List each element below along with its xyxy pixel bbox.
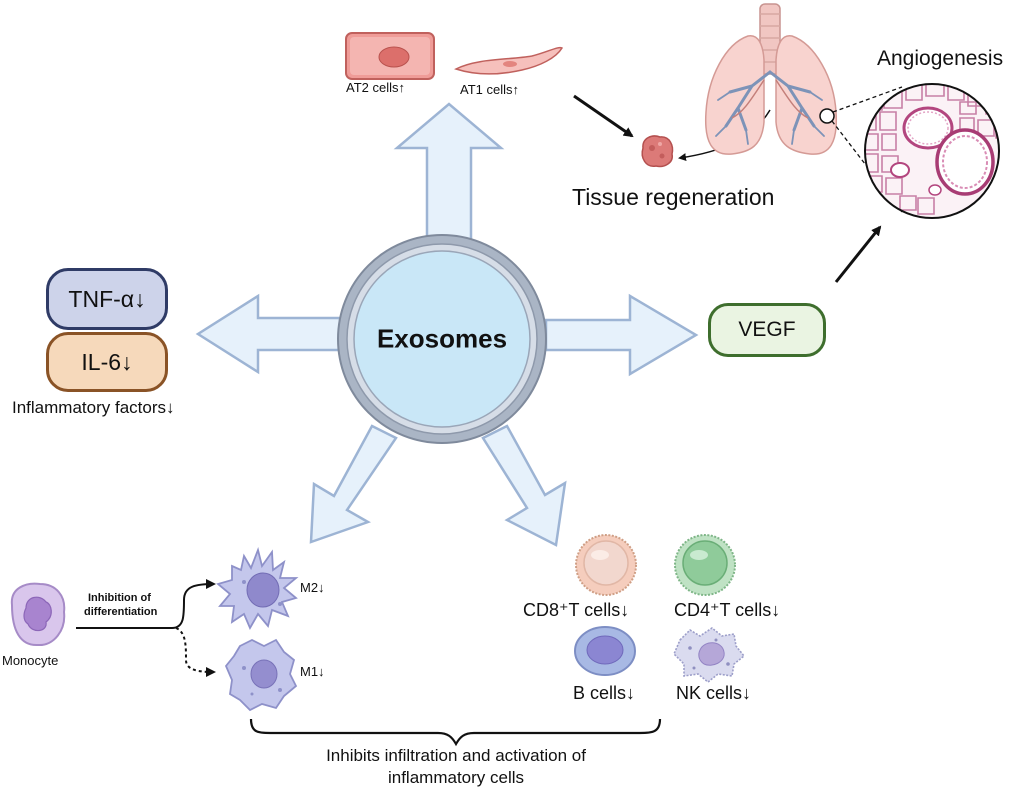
b-cells-label: B cells↓ xyxy=(573,683,636,703)
tissue-fragment-icon xyxy=(641,135,674,168)
at2-cell-icon xyxy=(345,32,435,80)
lungs-icon xyxy=(704,3,838,155)
cd4-t-cells-label: CD4⁺T cells↓ xyxy=(674,600,781,620)
cd8-t-cell-icon xyxy=(575,534,637,596)
b-cell-icon xyxy=(574,626,636,676)
il6-box: IL-6↓ xyxy=(46,332,168,392)
at1-cells-label: AT1 cells↑ xyxy=(460,82,519,97)
zoom-line-top xyxy=(832,86,903,113)
m2-label: M2↓ xyxy=(300,580,325,595)
tnf-alpha-label: TNF-α↓ xyxy=(68,285,146,312)
inflammatory-factors-caption: Inflammatory factors↓ xyxy=(12,398,175,417)
tnf-alpha-box: TNF-α↓ xyxy=(46,268,168,330)
arrow-down-left xyxy=(309,424,398,544)
cd8-t-cells-label: CD8⁺T cells↓ xyxy=(523,600,630,620)
m2-macrophage-icon xyxy=(216,547,299,631)
angiogenesis-label: Angiogenesis xyxy=(877,47,1004,70)
exosomes-label: Exosomes xyxy=(376,323,508,354)
arrow-to-angiogenesis xyxy=(834,225,882,283)
grouping-brace xyxy=(249,718,662,747)
tissue-regeneration-label: Tissue regeneration xyxy=(572,184,775,210)
histology-micrograph xyxy=(864,83,1000,219)
il6-label: IL-6↓ xyxy=(81,348,133,375)
exosome-vesicle xyxy=(337,234,547,444)
zoom-circle xyxy=(819,108,835,124)
summary-line2: inflammatory cells xyxy=(387,768,525,787)
nk-cells-label: NK cells↓ xyxy=(676,683,752,703)
arrow-to-regeneration xyxy=(573,94,634,138)
arrow-right xyxy=(544,293,699,377)
at1-cell-icon xyxy=(454,46,564,75)
monocyte-icon xyxy=(10,582,66,647)
m1-macrophage-icon xyxy=(224,638,298,712)
vegf-box: VEGF xyxy=(708,303,826,357)
inhibition-label-line1: Inhibition of xyxy=(88,592,151,604)
dashed-differentiation-arrow xyxy=(175,627,216,677)
at2-cells-label: AT2 cells↑ xyxy=(346,80,405,95)
summary-line1: Inhibits infiltration and activation of xyxy=(326,746,586,765)
vegf-label: VEGF xyxy=(738,318,796,341)
inhibition-label-line2: differentiation xyxy=(84,606,158,618)
arrow-down-right xyxy=(481,424,567,547)
monocyte-label: Monocyte xyxy=(2,653,59,668)
solid-differentiation-arrow xyxy=(76,579,216,629)
cd4-t-cell-icon xyxy=(674,534,736,596)
nk-cell-icon xyxy=(673,627,746,684)
arrow-left xyxy=(195,293,342,375)
m1-label: M1↓ xyxy=(300,664,325,679)
